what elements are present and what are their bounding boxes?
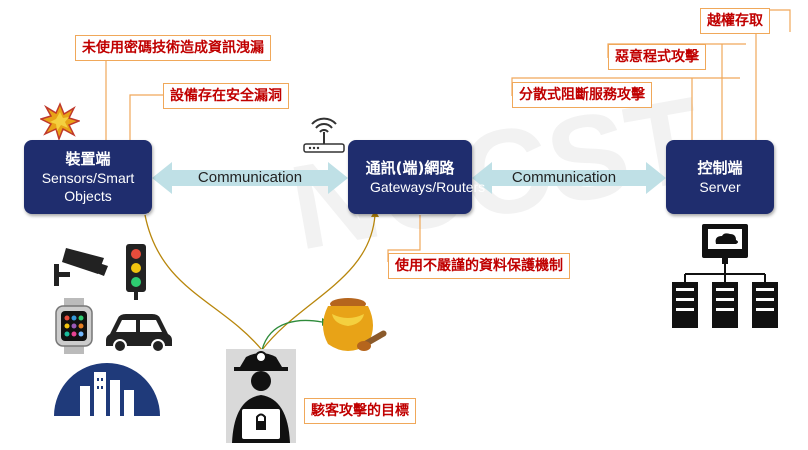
server-network-icon	[672, 224, 778, 328]
callout-privilege: 越權存取	[700, 8, 770, 34]
callout-unencrypted: 未使用密碼技術造成資訊洩漏	[75, 35, 271, 61]
control-node-title: 控制端	[697, 159, 743, 177]
control-node: 控制端 Server	[666, 140, 774, 214]
network-node-subtitle: Gateways/Routers	[370, 179, 486, 195]
attack-line-device	[144, 214, 263, 351]
communication-arrow-left	[152, 162, 348, 194]
leader-device-vuln	[129, 94, 163, 140]
callout-hacker-target: 駭客攻擊的目標	[304, 398, 416, 424]
smart-watch-icon	[55, 298, 93, 354]
network-node-title: 通訊(端)網路	[365, 159, 455, 177]
communication-arrow-right	[472, 162, 666, 194]
callout-ddos: 分散式阻斷服務攻擊	[512, 82, 652, 108]
device-node-title: 裝置端	[65, 150, 111, 168]
wifi-router-icon	[303, 117, 345, 153]
communication-label-left: Communication	[197, 169, 303, 186]
car-icon	[106, 314, 172, 353]
device-node-subtitle: Sensors/Smart Objects	[41, 170, 135, 204]
network-node: 通訊(端)網路 Gateways/Routers	[348, 140, 486, 214]
control-node-subtitle: Server	[699, 179, 741, 195]
device-node: 裝置端 Sensors/Smart Objects	[24, 140, 152, 214]
explosion-icon	[40, 102, 80, 140]
hacker-icon	[226, 349, 296, 443]
honey-pot-icon	[323, 298, 387, 351]
attack-line-honey	[261, 319, 323, 351]
communication-label-right: Communication	[511, 169, 617, 186]
callout-weak-protection: 使用不嚴謹的資料保護機制	[388, 253, 570, 279]
attack-line-network	[261, 214, 376, 351]
callout-device-vuln: 設備存在安全漏洞	[163, 83, 289, 109]
cctv-camera-icon	[54, 248, 108, 286]
callout-malware: 惡意程式攻擊	[608, 44, 706, 70]
traffic-light-icon	[126, 244, 146, 300]
smart-city-icon	[54, 363, 160, 416]
